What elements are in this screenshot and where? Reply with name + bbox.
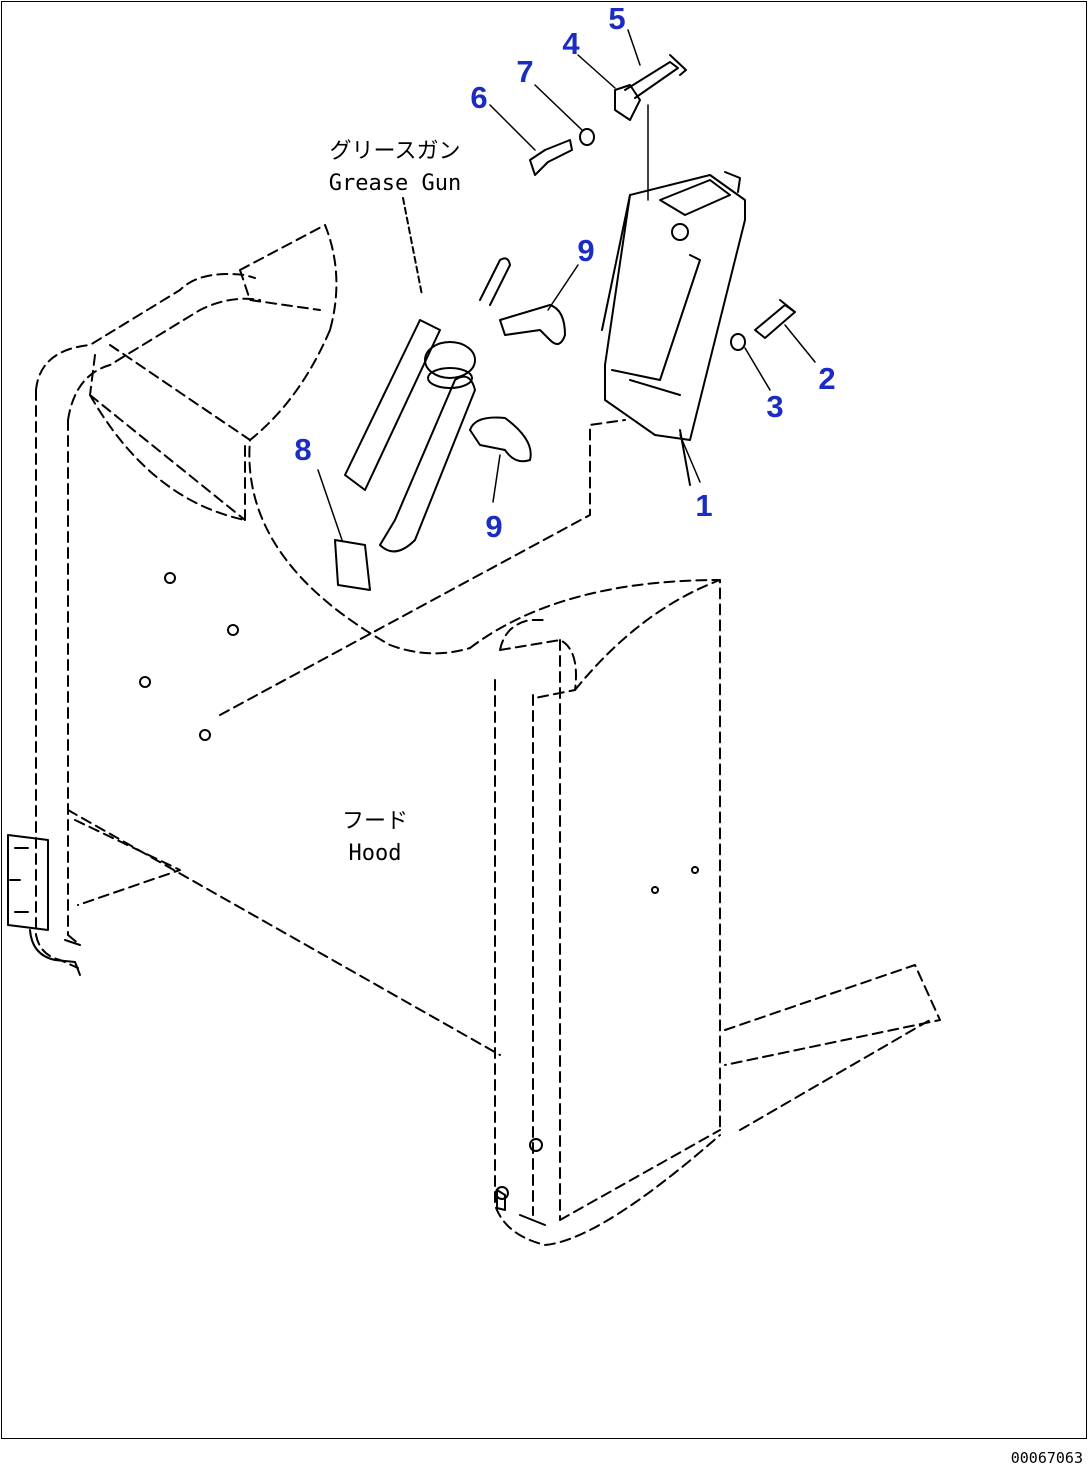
- callout-9-upper: 9: [577, 233, 594, 268]
- leader-1: [679, 434, 701, 483]
- bolt-2: [754, 299, 796, 339]
- labels: グリースガン Grease Gun フード Hood: [329, 139, 461, 866]
- clip-9-lower: [469, 416, 532, 463]
- leader-5: [627, 29, 641, 66]
- callout-4: 4: [562, 26, 580, 61]
- callout-2: 2: [818, 361, 835, 396]
- leader-9b: [492, 454, 501, 503]
- callout-3: 3: [766, 389, 783, 424]
- document-id: 00067063: [1011, 1449, 1083, 1467]
- washer-7: [579, 128, 595, 146]
- hood-floor-rail: [724, 964, 941, 1131]
- leader-6: [489, 104, 536, 151]
- hood-hole-1: [651, 886, 659, 894]
- hood-top-frame: [35, 273, 261, 441]
- hood-hole-2: [691, 866, 699, 874]
- hood-bolt-4: [199, 729, 211, 741]
- washer-3: [730, 333, 746, 351]
- hood-left-post: [35, 389, 81, 969]
- hood-cutaway: [219, 419, 626, 716]
- leader-3: [744, 347, 771, 391]
- grease-gun: [344, 197, 511, 553]
- left-hinge-bracket: [7, 834, 49, 931]
- clip-8: [334, 539, 371, 591]
- leader-4: [577, 54, 616, 89]
- grease-gun-body: [344, 319, 476, 553]
- grease-gun-leader: [402, 197, 423, 296]
- leader-9a: [547, 264, 579, 311]
- hood-bottom-edge: [67, 809, 501, 1056]
- hood-front-post: [494, 619, 577, 1246]
- clip-4: [614, 84, 641, 121]
- callout-9-lower: 9: [485, 509, 502, 544]
- hood-hole-4: [495, 1186, 509, 1200]
- hood-bolt-3: [139, 676, 151, 688]
- hardware: [334, 54, 796, 591]
- bolt-5: [624, 54, 687, 99]
- callout-8: 8: [294, 432, 311, 467]
- callout-6: 6: [470, 80, 487, 115]
- holder-back-plate: [604, 174, 746, 441]
- grease-gun-label-en: Grease Gun: [329, 171, 461, 196]
- hood-right-panel: [469, 579, 721, 1246]
- bolt-6: [529, 139, 573, 176]
- hood-upper-panel: [89, 224, 338, 521]
- hood-bolt-1: [164, 572, 176, 584]
- leader-lines: [317, 29, 816, 541]
- hood-label-en: Hood: [349, 841, 402, 866]
- left-latch: [29, 929, 81, 976]
- grease-gun-pump: [424, 341, 476, 379]
- grease-gun-nozzle: [479, 257, 511, 306]
- leader-2: [784, 324, 816, 363]
- holder-bracket: [601, 171, 746, 486]
- callout-1: 1: [695, 488, 712, 523]
- holder-top-cap: [659, 171, 741, 216]
- hood-label-jp: フード: [342, 809, 408, 834]
- callout-5: 5: [608, 1, 625, 36]
- callout-7: 7: [516, 54, 533, 89]
- hood: [35, 224, 941, 1246]
- holder-front-plate: [601, 194, 701, 396]
- callout-numbers: 1 2 3 4 5 6 7 8 9 9: [294, 1, 835, 544]
- grease-gun-label-jp: グリースガン: [330, 139, 461, 164]
- hood-bolt-2: [227, 624, 239, 636]
- front-latch: [496, 1189, 546, 1226]
- grease-gun-pump-base: [427, 367, 473, 389]
- hood-hole-3: [529, 1138, 543, 1152]
- holder-bolt-hole: [671, 223, 689, 241]
- leader-8: [317, 469, 343, 541]
- leader-7: [534, 84, 583, 131]
- hood-details: [7, 572, 699, 1226]
- clip-9-upper: [499, 304, 566, 345]
- hood-curve: [248, 329, 471, 655]
